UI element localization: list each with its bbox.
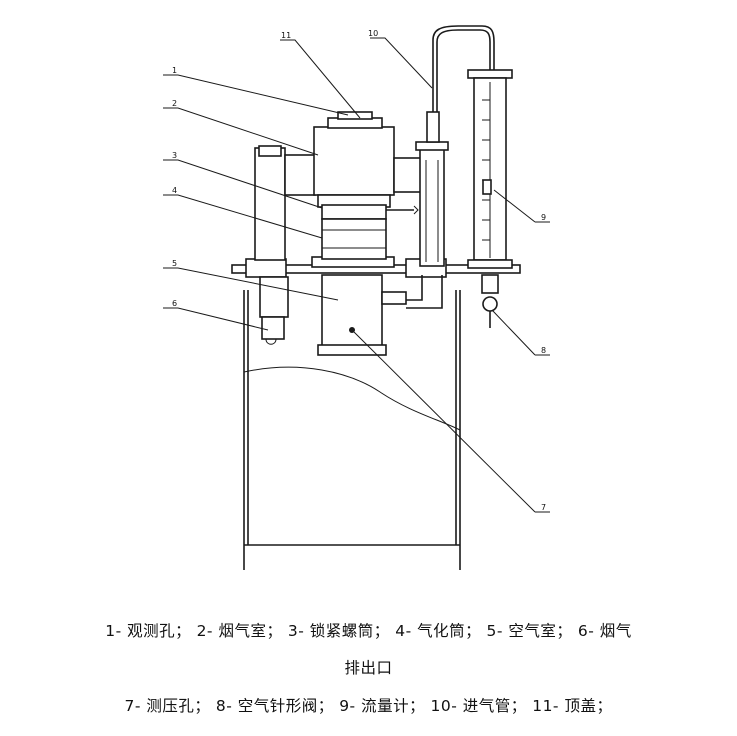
caption-item: 9- 流量计； [339, 697, 426, 715]
callout-1: 1 [172, 66, 177, 75]
leader-lines [163, 37, 550, 513]
callout-6: 6 [172, 299, 177, 308]
flue-gas-chamber [313, 111, 423, 208]
caption-item: 3- 锁紧螺筒； [287, 622, 390, 640]
callout-9: 9 [541, 213, 546, 222]
caption-item: 6- 烟气 [577, 622, 632, 640]
caption-item: 5- 空气室； [486, 622, 573, 640]
caption-item: 8- 空气针形阀； [215, 697, 334, 715]
gasifier-cylinder [321, 218, 387, 260]
intake-column [406, 25, 495, 309]
flue-gas-outlet [254, 145, 316, 345]
apparatus-diagram: 1 2 3 4 5 6 7 8 9 10 11 [163, 25, 550, 570]
caption-item: 4- 气化筒； [395, 622, 482, 640]
locking-nut [321, 204, 419, 220]
caption-item: 11- 顶盖； [532, 697, 613, 715]
cabinet [243, 290, 461, 570]
caption-line-2: 排出口 [0, 656, 737, 678]
callout-2: 2 [172, 99, 177, 108]
flow-meter [467, 69, 513, 269]
air-needle-valve [481, 274, 499, 328]
top-plate [231, 256, 521, 278]
callout-3: 3 [172, 151, 177, 160]
callout-4: 4 [172, 186, 177, 195]
callout-11: 11 [281, 31, 291, 40]
callout-10: 10 [368, 29, 378, 38]
callout-7: 7 [541, 503, 546, 512]
callout-8: 8 [541, 346, 546, 355]
caption-item: 1- 观测孔； [105, 622, 192, 640]
caption-item: 2- 烟气室； [196, 622, 283, 640]
caption-item: 10- 进气管； [430, 697, 527, 715]
caption-item: 排出口 [344, 659, 393, 677]
caption-line-3: 7- 测压孔； 8- 空气针形阀； 9- 流量计； 10- 进气管； 11- 顶… [0, 694, 737, 716]
callout-labels: 1 2 3 4 5 6 7 8 9 10 11 [172, 29, 546, 512]
caption-item: 7- 测压孔； [124, 697, 211, 715]
air-chamber [317, 274, 407, 356]
caption-line-1: 1- 观测孔； 2- 烟气室； 3- 锁紧螺筒； 4- 气化筒； 5- 空气室；… [0, 619, 737, 641]
callout-5: 5 [172, 259, 177, 268]
